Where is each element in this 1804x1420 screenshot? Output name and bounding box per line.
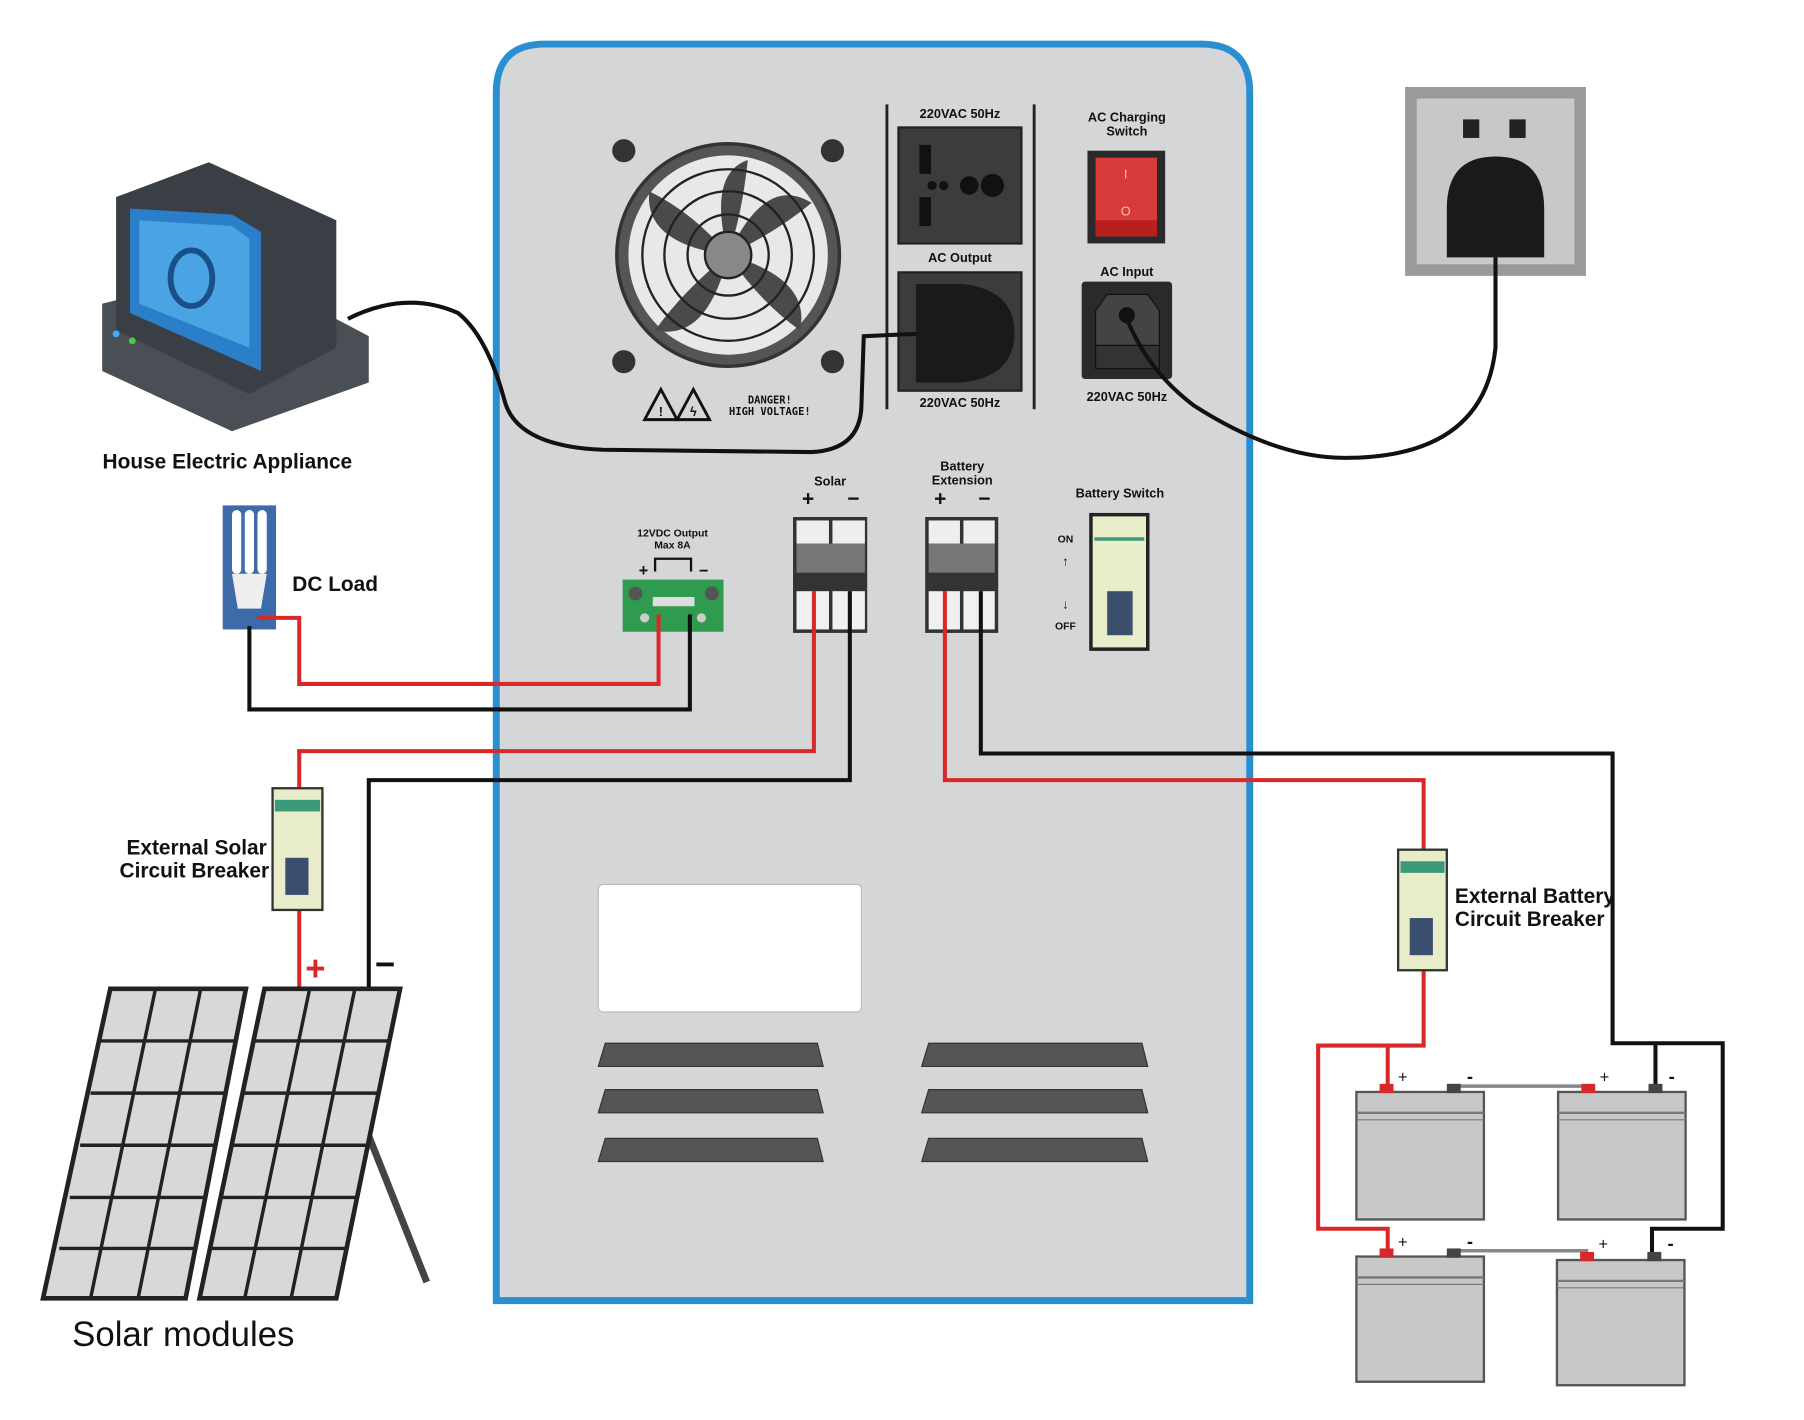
battery-extension-breaker[interactable] [925, 516, 999, 633]
dc-output-terminal[interactable] [622, 579, 724, 632]
battery-extension-label-2: Extension [932, 473, 993, 488]
off-label: OFF [1055, 621, 1076, 632]
solar-plus: + [802, 487, 814, 510]
svg-text:-: - [1669, 1066, 1675, 1087]
battery-breaker-label-2: Circuit Breaker [1455, 908, 1605, 931]
dc-load-positive-wire [257, 614, 661, 686]
wall-outlet[interactable] [1405, 86, 1586, 276]
ac-charging-switch-label-2: Switch [1106, 124, 1147, 139]
external-solar-breaker[interactable] [271, 787, 324, 912]
appliance-power-cable [347, 300, 917, 455]
solar-minus: − [847, 487, 859, 510]
battery-icon [1355, 1248, 1486, 1383]
solar-breaker-label-2: Circuit Breaker [120, 860, 270, 883]
display-window [597, 883, 863, 1013]
battery-icon [1355, 1083, 1486, 1221]
vent-slots [597, 1042, 1149, 1163]
svg-text:+: + [1398, 1069, 1407, 1087]
external-battery-breaker[interactable] [1396, 848, 1448, 972]
cooling-fan-icon [612, 139, 845, 374]
ac-output-bottom-rating: 220VAC 50Hz [920, 395, 1001, 410]
ac-charging-switch[interactable]: I O [1087, 150, 1166, 244]
screw-icon [612, 139, 636, 163]
battery-switch-label: Battery Switch [1076, 485, 1165, 500]
battery-positive-wire [942, 591, 1426, 1252]
screw-icon [820, 139, 845, 163]
battery-breaker-label-1: External Battery [1455, 885, 1615, 908]
svg-text:+: + [1398, 1233, 1407, 1251]
battery-icon [1556, 1083, 1687, 1221]
svg-text:-: - [1467, 1066, 1473, 1087]
arrow-down-icon: ↓ [1062, 597, 1068, 612]
ac-input-rating: 220VAC 50Hz [1087, 389, 1168, 404]
dc-load-bulb-icon [222, 505, 277, 630]
solar-modules-label: Solar modules [72, 1316, 294, 1354]
ac-output-label: AC Output [928, 250, 992, 265]
solar-negative-wire [366, 591, 852, 992]
solar-input-breaker[interactable] [793, 516, 868, 633]
house-appliance-tv-icon [102, 162, 369, 432]
svg-text:-: - [1467, 1230, 1473, 1251]
solar-modules-icon [40, 986, 430, 1301]
battery-ext-plus: + [934, 487, 946, 510]
ac-output-socket-plugged[interactable] [897, 271, 1023, 392]
svg-text:+: + [1599, 1236, 1608, 1254]
lightning-icon: ϟ [690, 404, 697, 419]
ac-charging-switch-label-1: AC Charging [1088, 110, 1166, 125]
warning-icon [642, 386, 713, 422]
exclamation-icon: ! [659, 404, 663, 419]
dc-output-label-1: 12VDC Output [637, 529, 708, 540]
screw-icon [820, 350, 845, 374]
arrow-up-icon: ↑ [1062, 554, 1068, 569]
svg-text:+: + [1600, 1069, 1609, 1087]
dc-output-plus: + [639, 562, 648, 580]
svg-text:-: - [1667, 1233, 1673, 1254]
battery-bank: + - + - + - + - [1355, 1066, 1687, 1387]
solar-input-label: Solar [814, 474, 846, 489]
solar-panel-plus: + [305, 951, 325, 989]
solar-breaker-label-1: External Solar [126, 836, 266, 859]
battery-extension-label-1: Battery [940, 459, 985, 474]
battery-switch[interactable] [1089, 512, 1150, 651]
appliance-label: House Electric Appliance [103, 450, 353, 473]
warning-line2: HIGH VOLTAGE! [729, 406, 811, 418]
screw-icon [612, 350, 636, 374]
svg-text:O: O [1121, 204, 1131, 219]
dc-output-minus: − [699, 562, 708, 580]
ac-input-socket[interactable] [1081, 281, 1173, 380]
ac-output-socket-universal[interactable] [897, 126, 1023, 245]
solar-panel-minus: − [375, 946, 395, 984]
on-label: ON [1058, 534, 1074, 545]
battery-icon [1555, 1251, 1686, 1387]
dc-output-label-2: Max 8A [654, 540, 691, 551]
grid-input-cable [1124, 257, 1498, 460]
ac-output-top-rating: 220VAC 50Hz [920, 106, 1001, 121]
warning-line1: DANGER! [748, 394, 792, 406]
svg-text:I: I [1124, 167, 1128, 182]
dc-load-label: DC Load [292, 573, 378, 596]
ac-input-label: AC Input [1100, 264, 1154, 279]
battery-negative-wire [978, 591, 1725, 1256]
dc-load-negative-wire [247, 614, 692, 712]
battery-ext-minus: − [978, 487, 990, 510]
